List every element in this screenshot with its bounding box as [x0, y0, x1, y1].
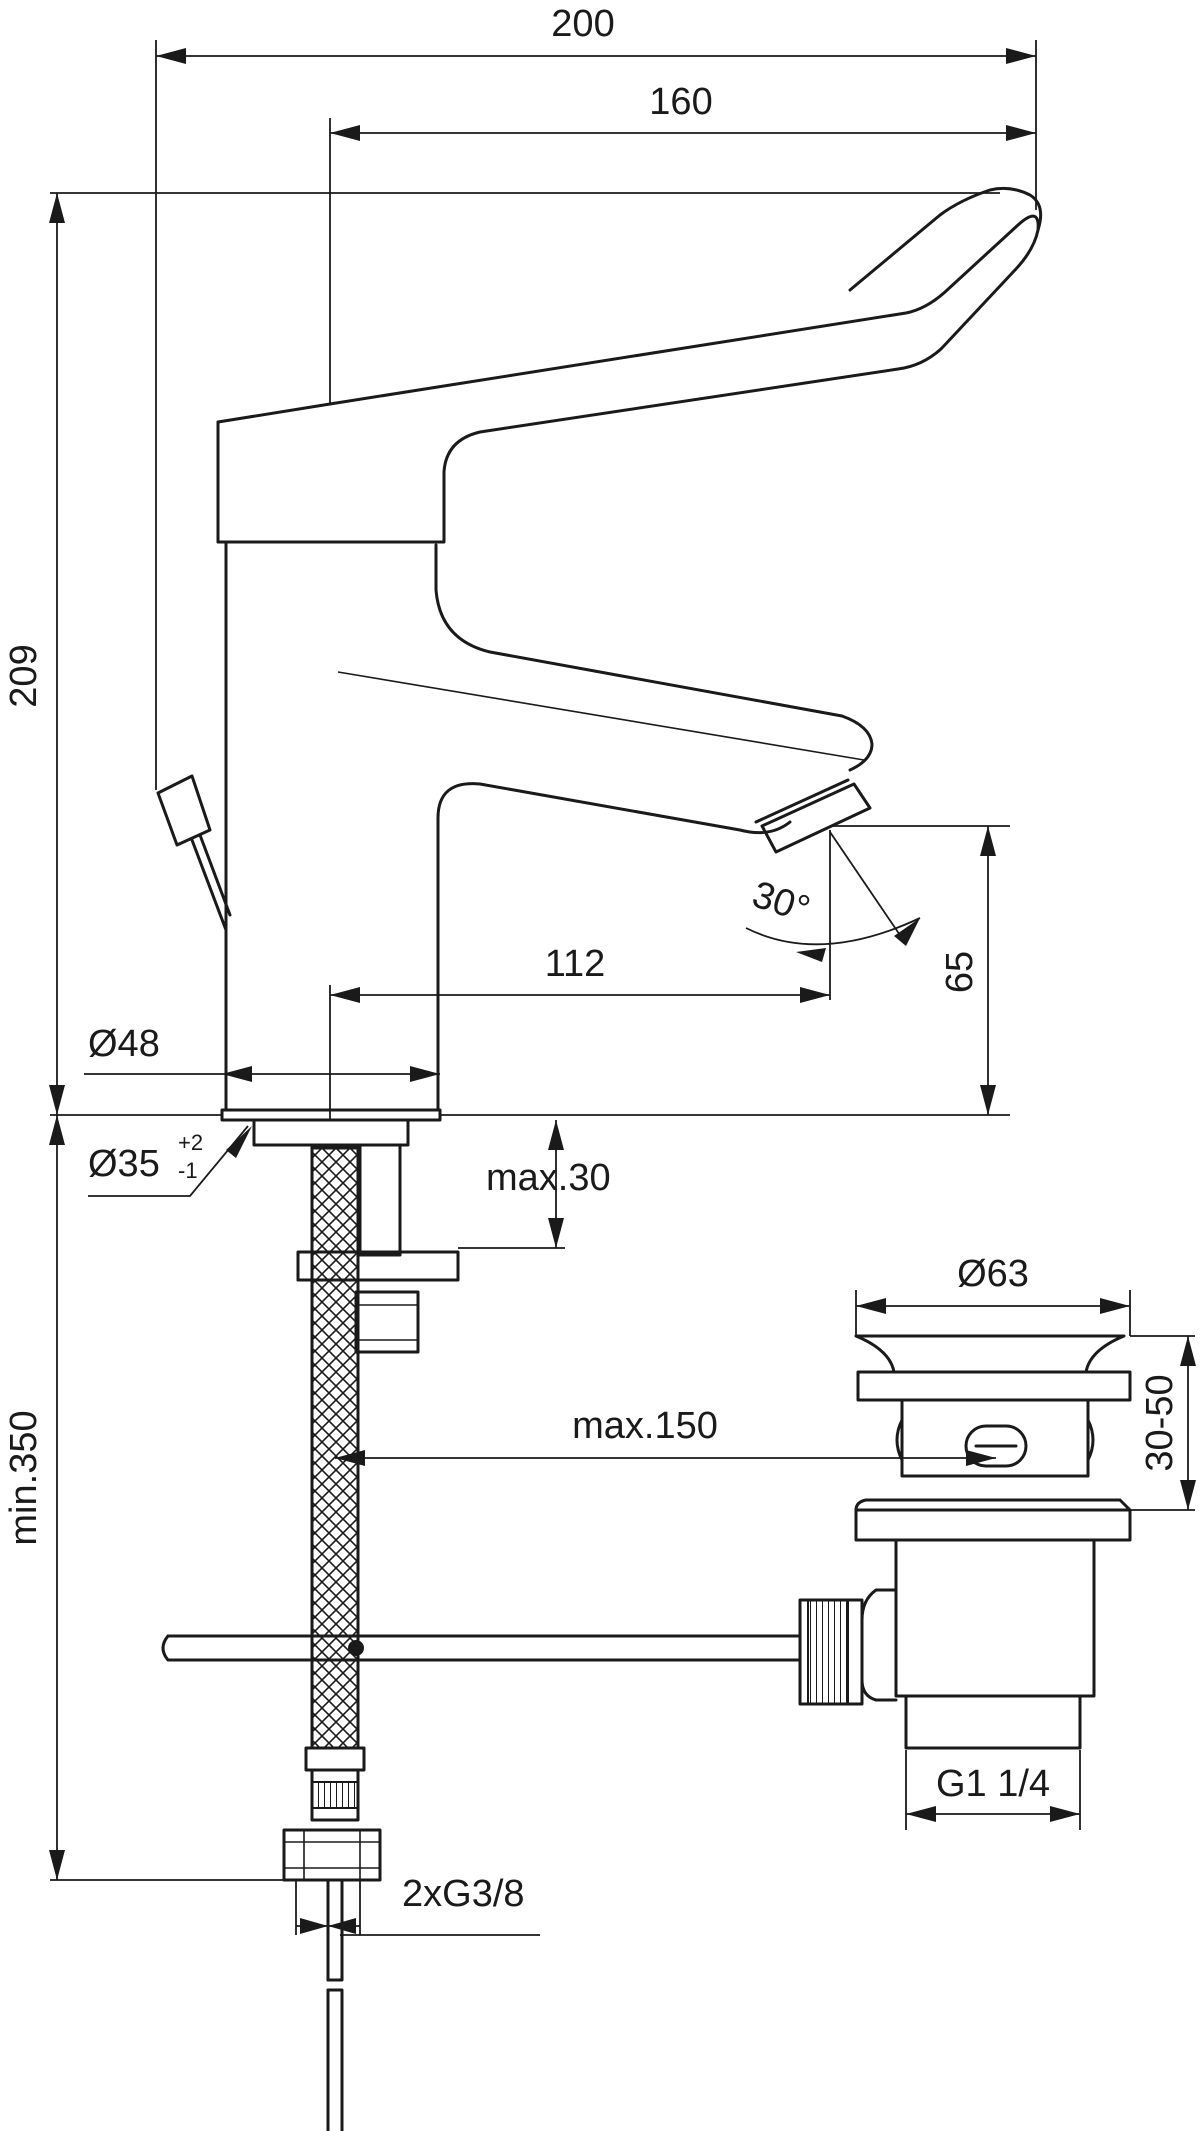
mixer-body [156, 186, 1043, 1147]
base-diameter-label: Ø48 [88, 1023, 160, 1065]
braided-hose [282, 1146, 382, 2131]
connection-thread-label: 2xG3/8 [402, 1873, 525, 1915]
hole-diameter-label: Ø35 [88, 1143, 160, 1185]
hole-tolerance-plus: +2 [178, 1130, 203, 1155]
waste-thread-label: G1 1/4 [936, 1763, 1050, 1805]
base-plate [220, 1108, 442, 1122]
lever-handle [216, 214, 1040, 544]
spout-height-label: 65 [939, 951, 981, 993]
overall-width-label: 200 [551, 3, 614, 45]
waste-valve [798, 1334, 1132, 1750]
fixing-nut [354, 1290, 420, 1354]
waste-cap [854, 1334, 1126, 1374]
spout [434, 543, 874, 772]
under-sink-length-label: min.350 [3, 1410, 45, 1545]
connection-nut [282, 1828, 382, 1882]
body-column [224, 540, 792, 1112]
waste-body [894, 1538, 1096, 1698]
aerator [754, 778, 872, 854]
clamp-plate [296, 1250, 460, 1282]
pop-up-rod [156, 774, 232, 932]
deck-thickness-label: max.30 [486, 1157, 611, 1199]
rod-length-label: max.150 [572, 1405, 718, 1447]
base-flange [252, 1118, 410, 1147]
waste-flange [854, 1498, 1132, 1542]
overall-height-label: 209 [3, 644, 45, 707]
dimension-labels: 200 160 209 112 65 Ø48 Ø35 +2 -1 max.30 … [3, 3, 1181, 1915]
waste-diameter-label: Ø63 [957, 1253, 1029, 1295]
hole-tolerance-minus: -1 [178, 1158, 198, 1183]
waste-height-label: 30-50 [1139, 1374, 1181, 1471]
dimension-lines [49, 40, 1196, 1936]
linkage-rod [161, 1634, 802, 1662]
aerator-angle-label: 30° [747, 874, 815, 932]
spout-reach-label: 112 [545, 943, 606, 985]
spout-width-label: 160 [649, 81, 712, 123]
